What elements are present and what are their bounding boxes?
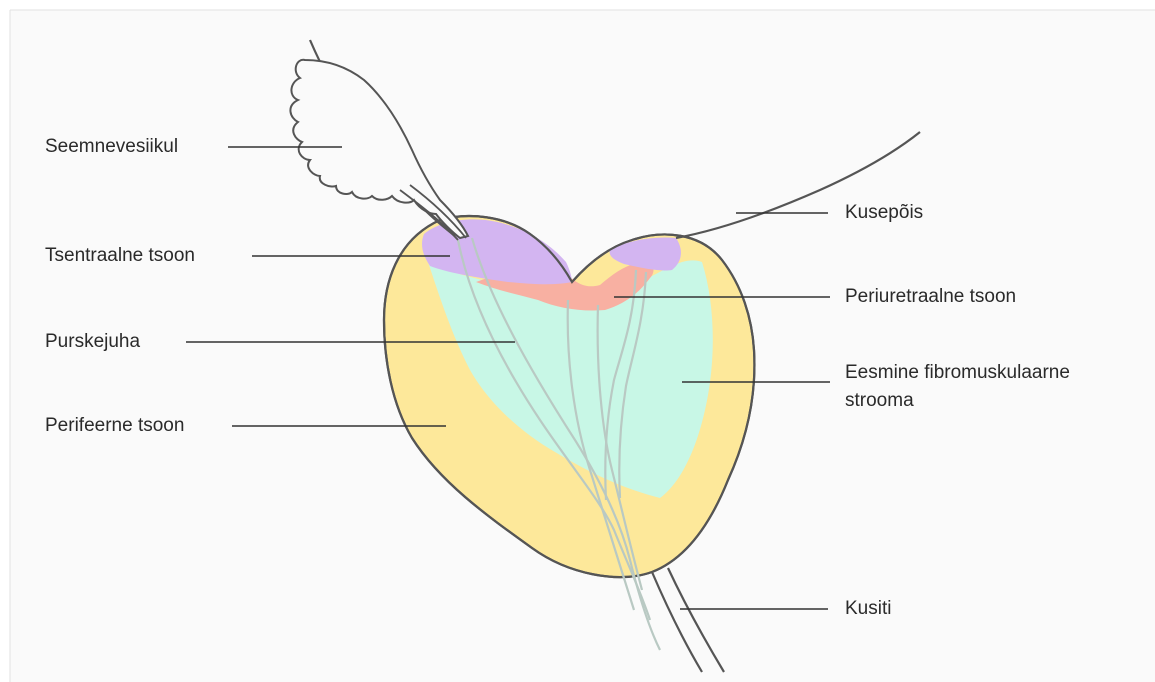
label-urethra: Kusiti [845,598,891,620]
label-peripheral-zone: Perifeerne tsoon [45,415,184,437]
label-bladder: Kusepõis [845,202,923,224]
label-fibromuscular-stroma-line1: Eesmine fibromuskulaarne [845,362,1070,384]
label-ejaculatory-duct: Purskejuha [45,331,140,353]
label-seminal-vesicle: Seemnevesiikul [45,136,178,158]
label-periurethral-zone: Periuretraalne tsoon [845,286,1016,308]
label-fibromuscular-stroma-line2: strooma [845,390,914,412]
label-central-zone: Tsentraalne tsoon [45,245,195,267]
